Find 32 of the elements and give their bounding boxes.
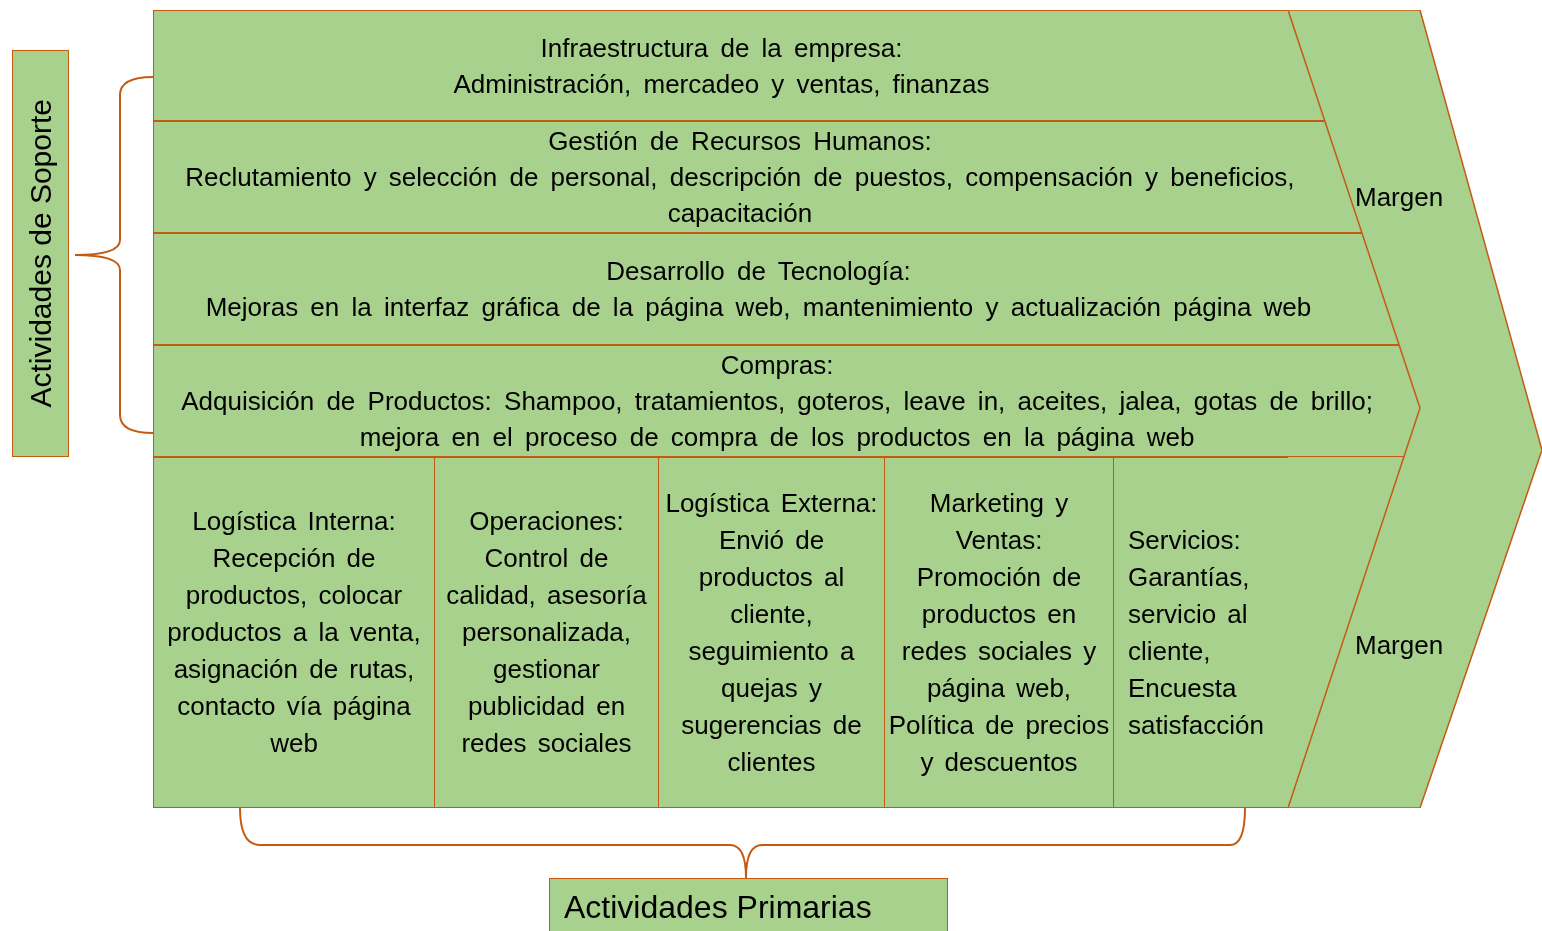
- activity-column: [658, 457, 884, 808]
- activity-heading: Logística Interna:: [192, 505, 396, 538]
- activity-heading: Desarrollo de Tecnología:: [606, 255, 911, 288]
- activity-description: Promoción de productos en redes sociales y página web, Política de precios y descuentos: [888, 560, 1110, 779]
- activity-description: Administración, mercadeo y ventas, finanzas: [453, 67, 990, 101]
- activity-column: [1113, 457, 1288, 808]
- activity-description: Mejoras en la interfaz gráfica de la página web, mantenimiento y actualización página web: [205, 291, 1312, 324]
- activity-heading: Infraestructura de la empresa:: [540, 31, 903, 65]
- label-box: [12, 50, 69, 457]
- activity-description: Garantías, servicio al cliente, Encuesta satisfacción: [1128, 560, 1265, 742]
- label-text: Actividades Primarias: [564, 889, 872, 925]
- activity-column: [434, 457, 658, 808]
- activity-description: Adquisición de Productos: Shampoo, tratamientos, goteros, leave in, aceites, jalea, gotas de brillo; mejora en el proceso de compra de los productos en la página web: [180, 385, 1374, 454]
- activity-heading: Servicios:: [1128, 523, 1241, 557]
- activity-heading: Logística Externa:: [665, 486, 878, 520]
- activity-column: [153, 457, 434, 808]
- label-text: Actividades de Soporte: [23, 99, 58, 408]
- margin-label: Margen: [1355, 630, 1444, 660]
- margin-label: Margen: [1355, 182, 1444, 212]
- activity-heading: Gestión de Recursos Humanos:: [548, 125, 932, 158]
- activity-description: Envió de productos al cliente, seguimiento a quejas y sugerencias de clientes: [680, 523, 863, 779]
- activity-description: Control de calidad, asesoría personalizada, gestionar publicidad en redes sociales: [445, 542, 648, 760]
- activity-column: [884, 457, 1113, 808]
- activity-heading: Marketing y Ventas:: [928, 486, 1070, 557]
- label-box: [549, 878, 948, 931]
- activity-heading: Compras:: [720, 349, 834, 382]
- activity-band: [153, 10, 1325, 121]
- activity-band: [153, 345, 1420, 457]
- activity-description: Reclutamiento y selección de personal, descripción de puestos, compensación y beneficios, capacitación: [184, 161, 1296, 230]
- activity-heading: Operaciones:: [469, 505, 624, 538]
- activity-band: [153, 233, 1400, 345]
- activity-description: Recepción de productos, colocar productos a la venta, asignación de rutas, contacto vía página web: [166, 542, 422, 760]
